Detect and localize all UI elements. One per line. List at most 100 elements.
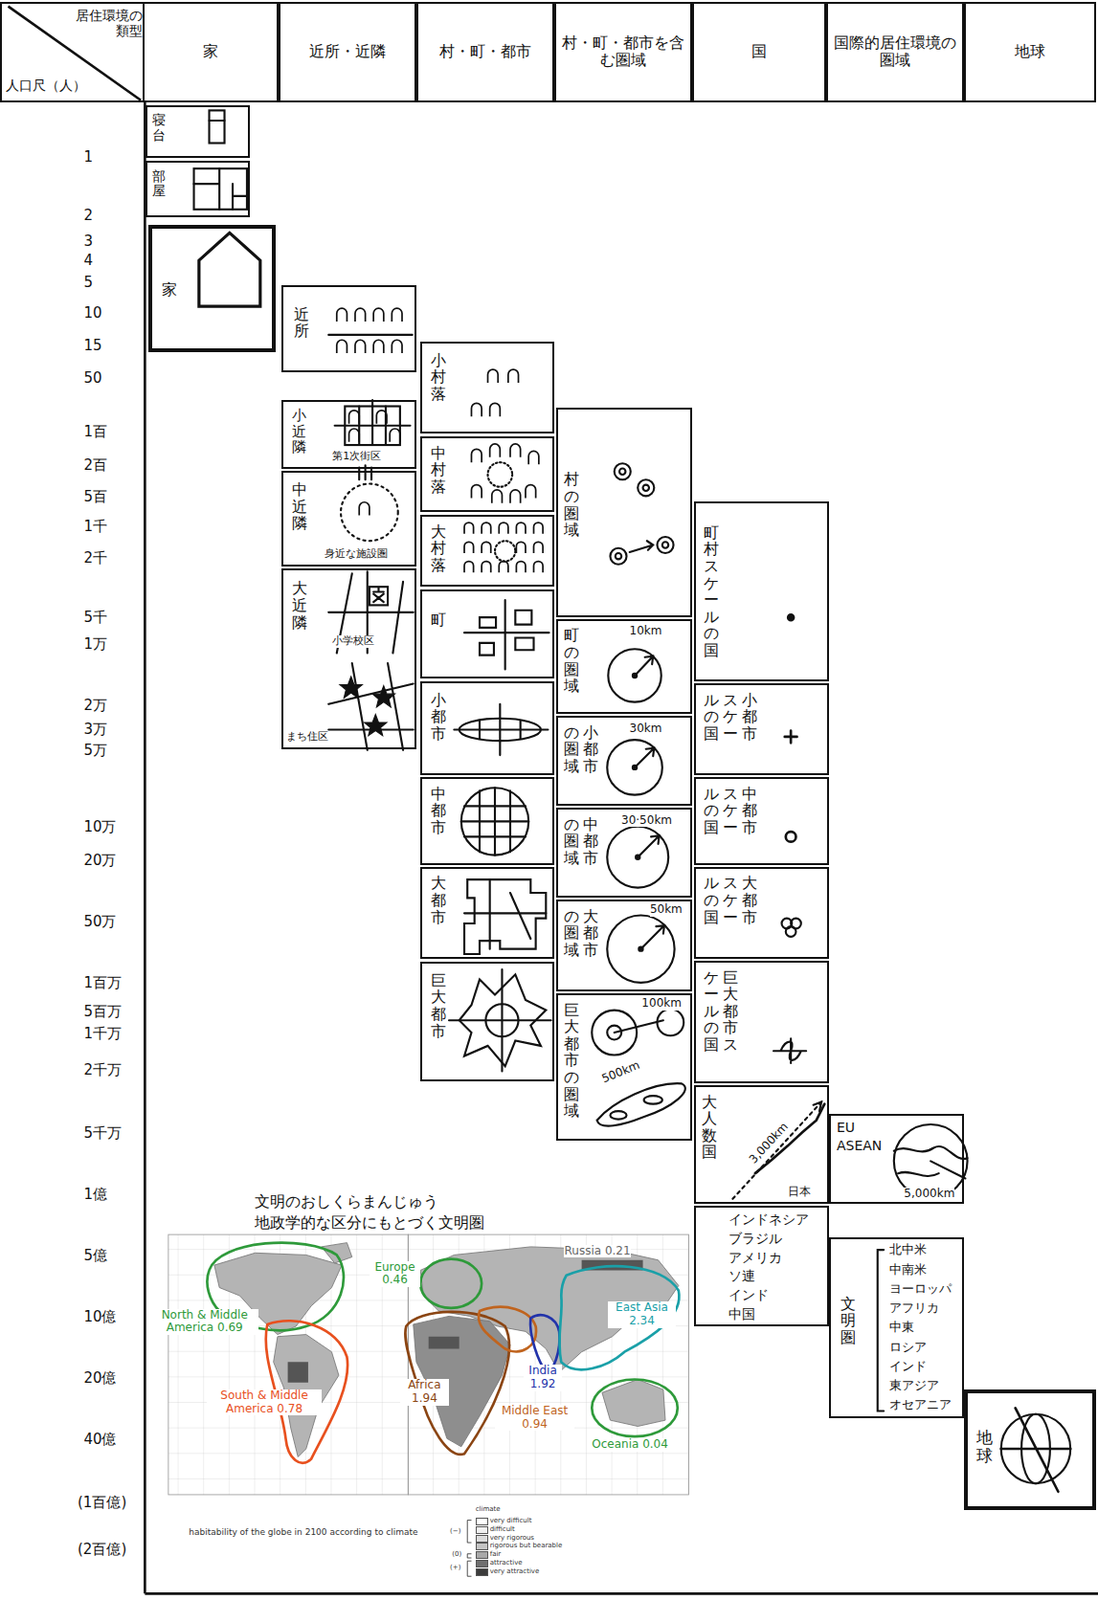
house-marks-part [464, 561, 474, 574]
house-marks-part [481, 561, 492, 574]
scale-box: 地球 [963, 1389, 1097, 1511]
sketches-part [194, 168, 247, 210]
house-marks-part [490, 403, 501, 417]
sketches-part [328, 334, 412, 337]
map-label: North & Middle America 0.69 [151, 1309, 259, 1337]
vertical-label: 大村落 [430, 523, 447, 575]
vertical-label: 大近隣 [291, 580, 308, 631]
scale-box: 中都市スケールの国 [694, 777, 830, 866]
map-label: India 1.92 [523, 1365, 563, 1392]
sketches-part [194, 168, 247, 210]
scale-box: 村の圏域 [556, 407, 693, 618]
world-map-part-part [478, 1307, 537, 1353]
sketches-part [328, 663, 413, 751]
box-label: ソ連 [728, 1268, 756, 1284]
scale-number: 1百 [83, 424, 108, 441]
sketches-part [632, 673, 637, 678]
box-label: 30·50km [621, 814, 673, 829]
sketches-part [607, 649, 661, 702]
scale-number: 3万 [83, 721, 108, 739]
vertical-label: 町 [430, 611, 447, 629]
sketches-part [614, 1020, 664, 1033]
vertical-label: 中近隣 [291, 481, 308, 533]
sketches-part [635, 855, 640, 860]
legend-swatch [475, 1535, 489, 1544]
house-marks-part [358, 502, 370, 516]
vertical-label: 小近隣 [291, 407, 307, 456]
world-map-part-part [288, 1260, 644, 1384]
scale-number: 1万 [83, 636, 108, 653]
house-marks-part [510, 444, 521, 458]
sketches-part [597, 1083, 686, 1126]
scale-number: 2千万 [83, 1062, 122, 1079]
sketches-part [328, 571, 413, 653]
house-marks-part [470, 448, 482, 463]
map-label: Russia 0.21 [563, 1245, 630, 1259]
sketches [194, 110, 1072, 1492]
box-label: ブラジル [728, 1231, 783, 1247]
box-label: 50km [649, 903, 683, 918]
scale-number: 1億 [83, 1187, 108, 1204]
scale-box: 大都市スケールの国 [694, 867, 830, 960]
house-marks-part [470, 403, 482, 417]
house-marks-part [391, 339, 403, 354]
sketches-part [615, 553, 622, 560]
scale-number: 10 [83, 305, 102, 322]
sketches-part [637, 835, 659, 857]
sketches-part [609, 1111, 627, 1121]
map-label: (+) [449, 1564, 461, 1572]
scale-number: 5千万 [83, 1125, 122, 1143]
scale-number: 2 [83, 207, 93, 225]
sketches-part [787, 614, 794, 621]
legend-text: attractive [490, 1559, 523, 1568]
scale-box: 大人数国3,000km日本 [694, 1085, 830, 1205]
scale-box: 中都市の圏域30·50km [556, 807, 693, 898]
map-label: Africa 1.94 [400, 1379, 449, 1407]
scale-number: 10万 [83, 819, 116, 836]
table-lines-part [144, 102, 1098, 1594]
house-marks-part [481, 541, 492, 554]
vertical-label: 小都市スケールの国 [703, 692, 758, 745]
vertical-label: 巨大都市 [430, 972, 447, 1040]
legend-swatch [475, 1526, 489, 1535]
sketches-part [638, 947, 643, 952]
house-marks-part [376, 410, 387, 425]
box-label: インド [728, 1287, 769, 1303]
vertical-label: 大都市 [430, 874, 447, 926]
world-map-part-part [321, 1243, 353, 1264]
house-marks-part [336, 308, 348, 322]
vertical-label: 大都市の圏域 [563, 908, 599, 962]
scale-box: 中近隣身近な施設圏 [281, 470, 417, 566]
scale-box: 部屋 [145, 160, 250, 218]
vertical-label: 近所 [293, 306, 310, 340]
vertical-label: 町の圏域 [563, 627, 580, 695]
box-label: 北中米 [889, 1243, 927, 1258]
box-label: まち住区 [286, 731, 329, 744]
box-label: ロシア [889, 1341, 927, 1356]
box-label: 10km [629, 625, 663, 639]
box-label: 村・町・都市 [423, 43, 548, 61]
scale-number: 50 [83, 370, 102, 387]
box-label: ヨーロッパ [889, 1282, 952, 1298]
header-cell: 国 [692, 1, 828, 102]
vertical-label: 町村スケールの国 [703, 524, 719, 660]
sketches-part [464, 879, 546, 949]
sketches-part [656, 1009, 684, 1037]
world-map-part [206, 1243, 679, 1464]
scale-number: 5万 [83, 742, 108, 760]
house-marks-part [498, 522, 509, 535]
box-label: 地球 [970, 43, 1090, 61]
vertical-label: 文明圏 [840, 1296, 856, 1347]
world-map-part [467, 1521, 471, 1578]
scale-number: 1千万 [83, 1026, 122, 1043]
sketches-part [369, 586, 388, 606]
legend-text: rigorous but bearable [490, 1542, 563, 1550]
legend-swatch [475, 1568, 489, 1577]
sketches-part [773, 1038, 807, 1064]
scale-box: 巨大都市の圏域100km500km [556, 993, 693, 1142]
sketches-part [488, 462, 514, 488]
scale-number: 20億 [83, 1370, 116, 1388]
house-marks-part [525, 485, 537, 499]
house-marks-part [464, 541, 474, 554]
scale-number: 1 [83, 149, 93, 166]
